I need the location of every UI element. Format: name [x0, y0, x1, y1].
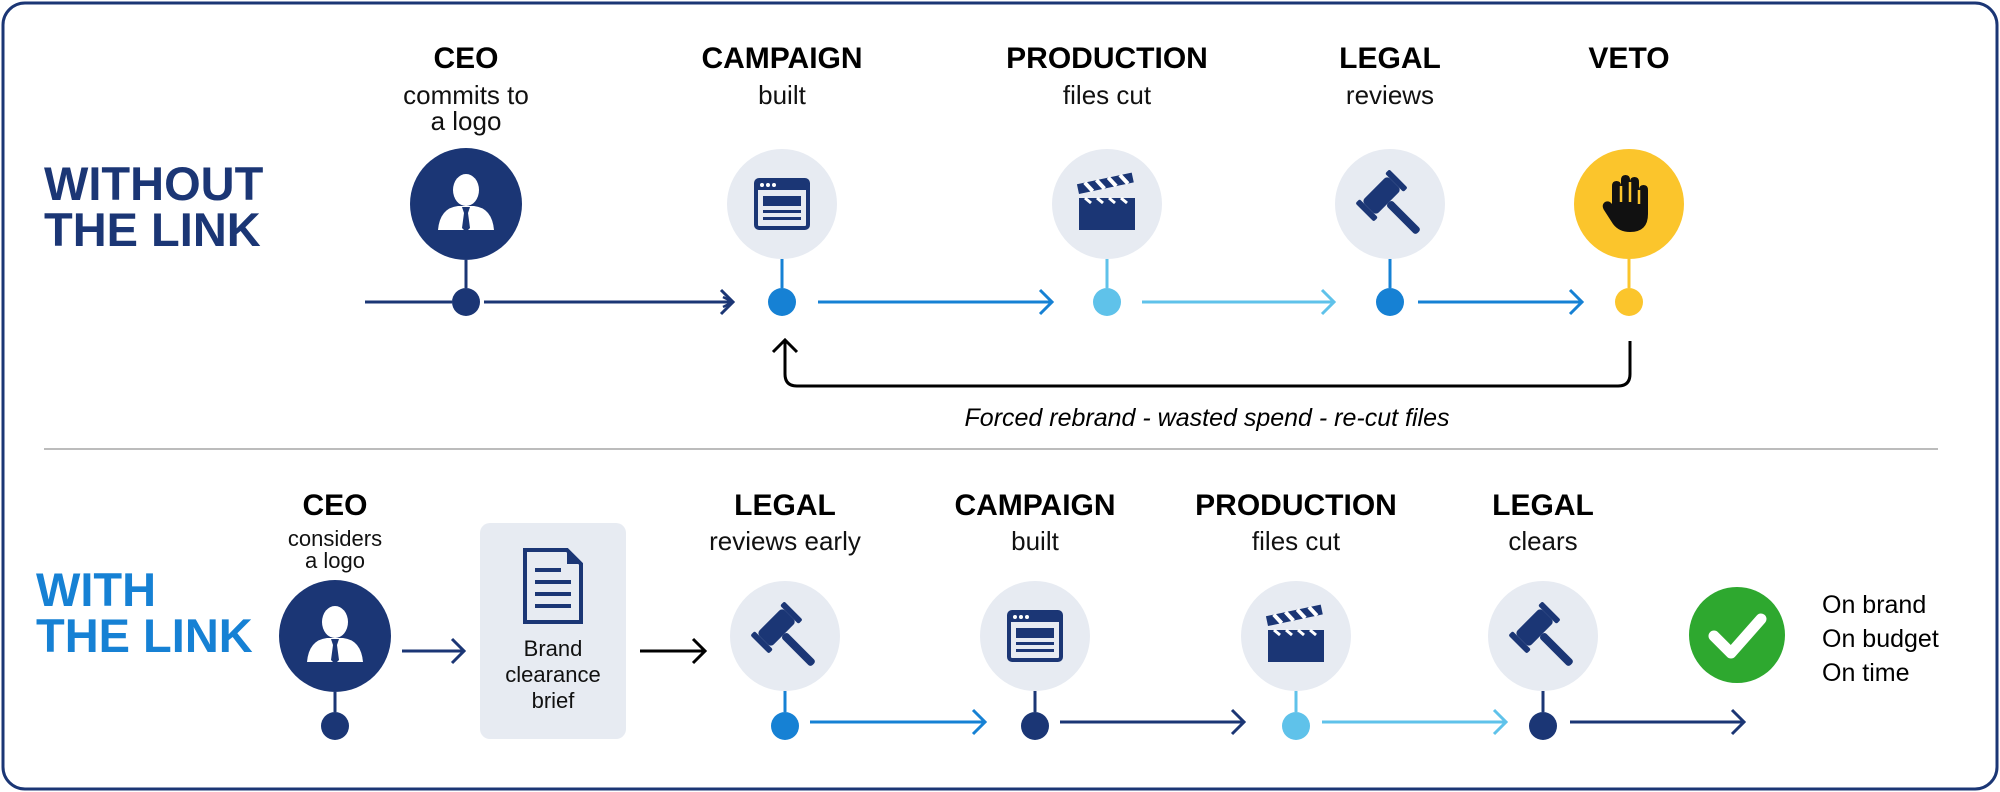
brief-line3: brief	[532, 688, 576, 713]
ceo-icon	[438, 174, 494, 232]
with-legal-early-sub1: reviews early	[709, 526, 861, 556]
gavel-icon	[751, 602, 815, 666]
arrowhead	[719, 288, 736, 316]
clapperboard-icon	[1265, 604, 1324, 662]
without-ceo-sub1: commits to	[403, 80, 529, 110]
arrowhead	[971, 708, 988, 736]
with-label-line1: WITH	[36, 563, 156, 616]
gavel-icon	[1356, 170, 1420, 234]
with-campaign-title: CAMPAIGN	[954, 489, 1115, 522]
with-campaign-sub1: built	[1011, 526, 1059, 556]
without-label-line1: WITHOUT	[44, 157, 264, 210]
with-legal-clears-title: LEGAL	[1492, 489, 1594, 522]
arrowhead	[1230, 708, 1247, 736]
timeline-dot	[1093, 288, 1121, 316]
browser-window-icon	[1007, 610, 1063, 662]
loop-note: Forced rebrand - wasted spend - re-cut f…	[965, 404, 1450, 432]
arrowhead	[691, 637, 708, 665]
with-legal-early-title: LEGAL	[734, 489, 836, 522]
timeline-dot	[1529, 712, 1557, 740]
arrowhead	[450, 637, 467, 665]
arrowhead	[1492, 708, 1509, 736]
outcome-on-budget: On budget	[1822, 625, 1939, 653]
gavel-icon	[1509, 602, 1573, 666]
without-legal-title: LEGAL	[1339, 42, 1441, 75]
browser-window-icon	[754, 178, 810, 230]
without-label-line2: THE LINK	[44, 203, 261, 256]
with-ceo-sub1: considers	[288, 526, 382, 551]
brand-clearance-brief-box	[480, 523, 626, 739]
without-campaign-title: CAMPAIGN	[701, 42, 862, 75]
timeline-dot	[1615, 288, 1643, 316]
with-legal-clears-sub1: clears	[1508, 526, 1577, 556]
timeline-dot	[1021, 712, 1049, 740]
timeline-dot	[321, 712, 349, 740]
brief-line2: clearance	[505, 662, 600, 687]
brief-line1: Brand	[524, 636, 583, 661]
with-ceo-title: CEO	[302, 489, 367, 522]
timeline-dot	[452, 288, 480, 316]
with-production-title: PRODUCTION	[1195, 489, 1397, 522]
arrowhead	[1038, 288, 1055, 316]
loop-back-arrow	[783, 341, 1632, 388]
without-ceo-sub2: a logo	[431, 106, 502, 136]
without-campaign-sub1: built	[758, 80, 806, 110]
without-production-sub1: files cut	[1063, 80, 1152, 110]
timeline-dot	[1282, 712, 1310, 740]
stop-hand-icon	[1602, 175, 1648, 232]
without-legal-sub1: reviews	[1346, 80, 1434, 110]
with-label-line2: THE LINK	[36, 609, 253, 662]
outcome-on-brand: On brand	[1822, 591, 1926, 619]
timeline-dot	[1376, 288, 1404, 316]
with-production-sub1: files cut	[1252, 526, 1341, 556]
without-ceo-title: CEO	[433, 42, 498, 75]
success-node-circle	[1689, 587, 1785, 683]
document-icon	[523, 548, 583, 624]
arrowhead	[771, 337, 799, 354]
outcome-on-time: On time	[1822, 659, 1910, 687]
clapperboard-icon	[1076, 172, 1135, 230]
arrowhead	[1320, 288, 1337, 316]
ceo-icon	[307, 606, 363, 664]
without-veto-title: VETO	[1588, 42, 1669, 75]
arrowhead	[1568, 288, 1585, 316]
with-ceo-sub2: a logo	[305, 548, 365, 573]
without-production-title: PRODUCTION	[1006, 42, 1208, 75]
checkmark-icon	[1708, 613, 1767, 659]
timeline-dot	[771, 712, 799, 740]
arrowhead	[1730, 708, 1747, 736]
timeline-dot	[768, 288, 796, 316]
